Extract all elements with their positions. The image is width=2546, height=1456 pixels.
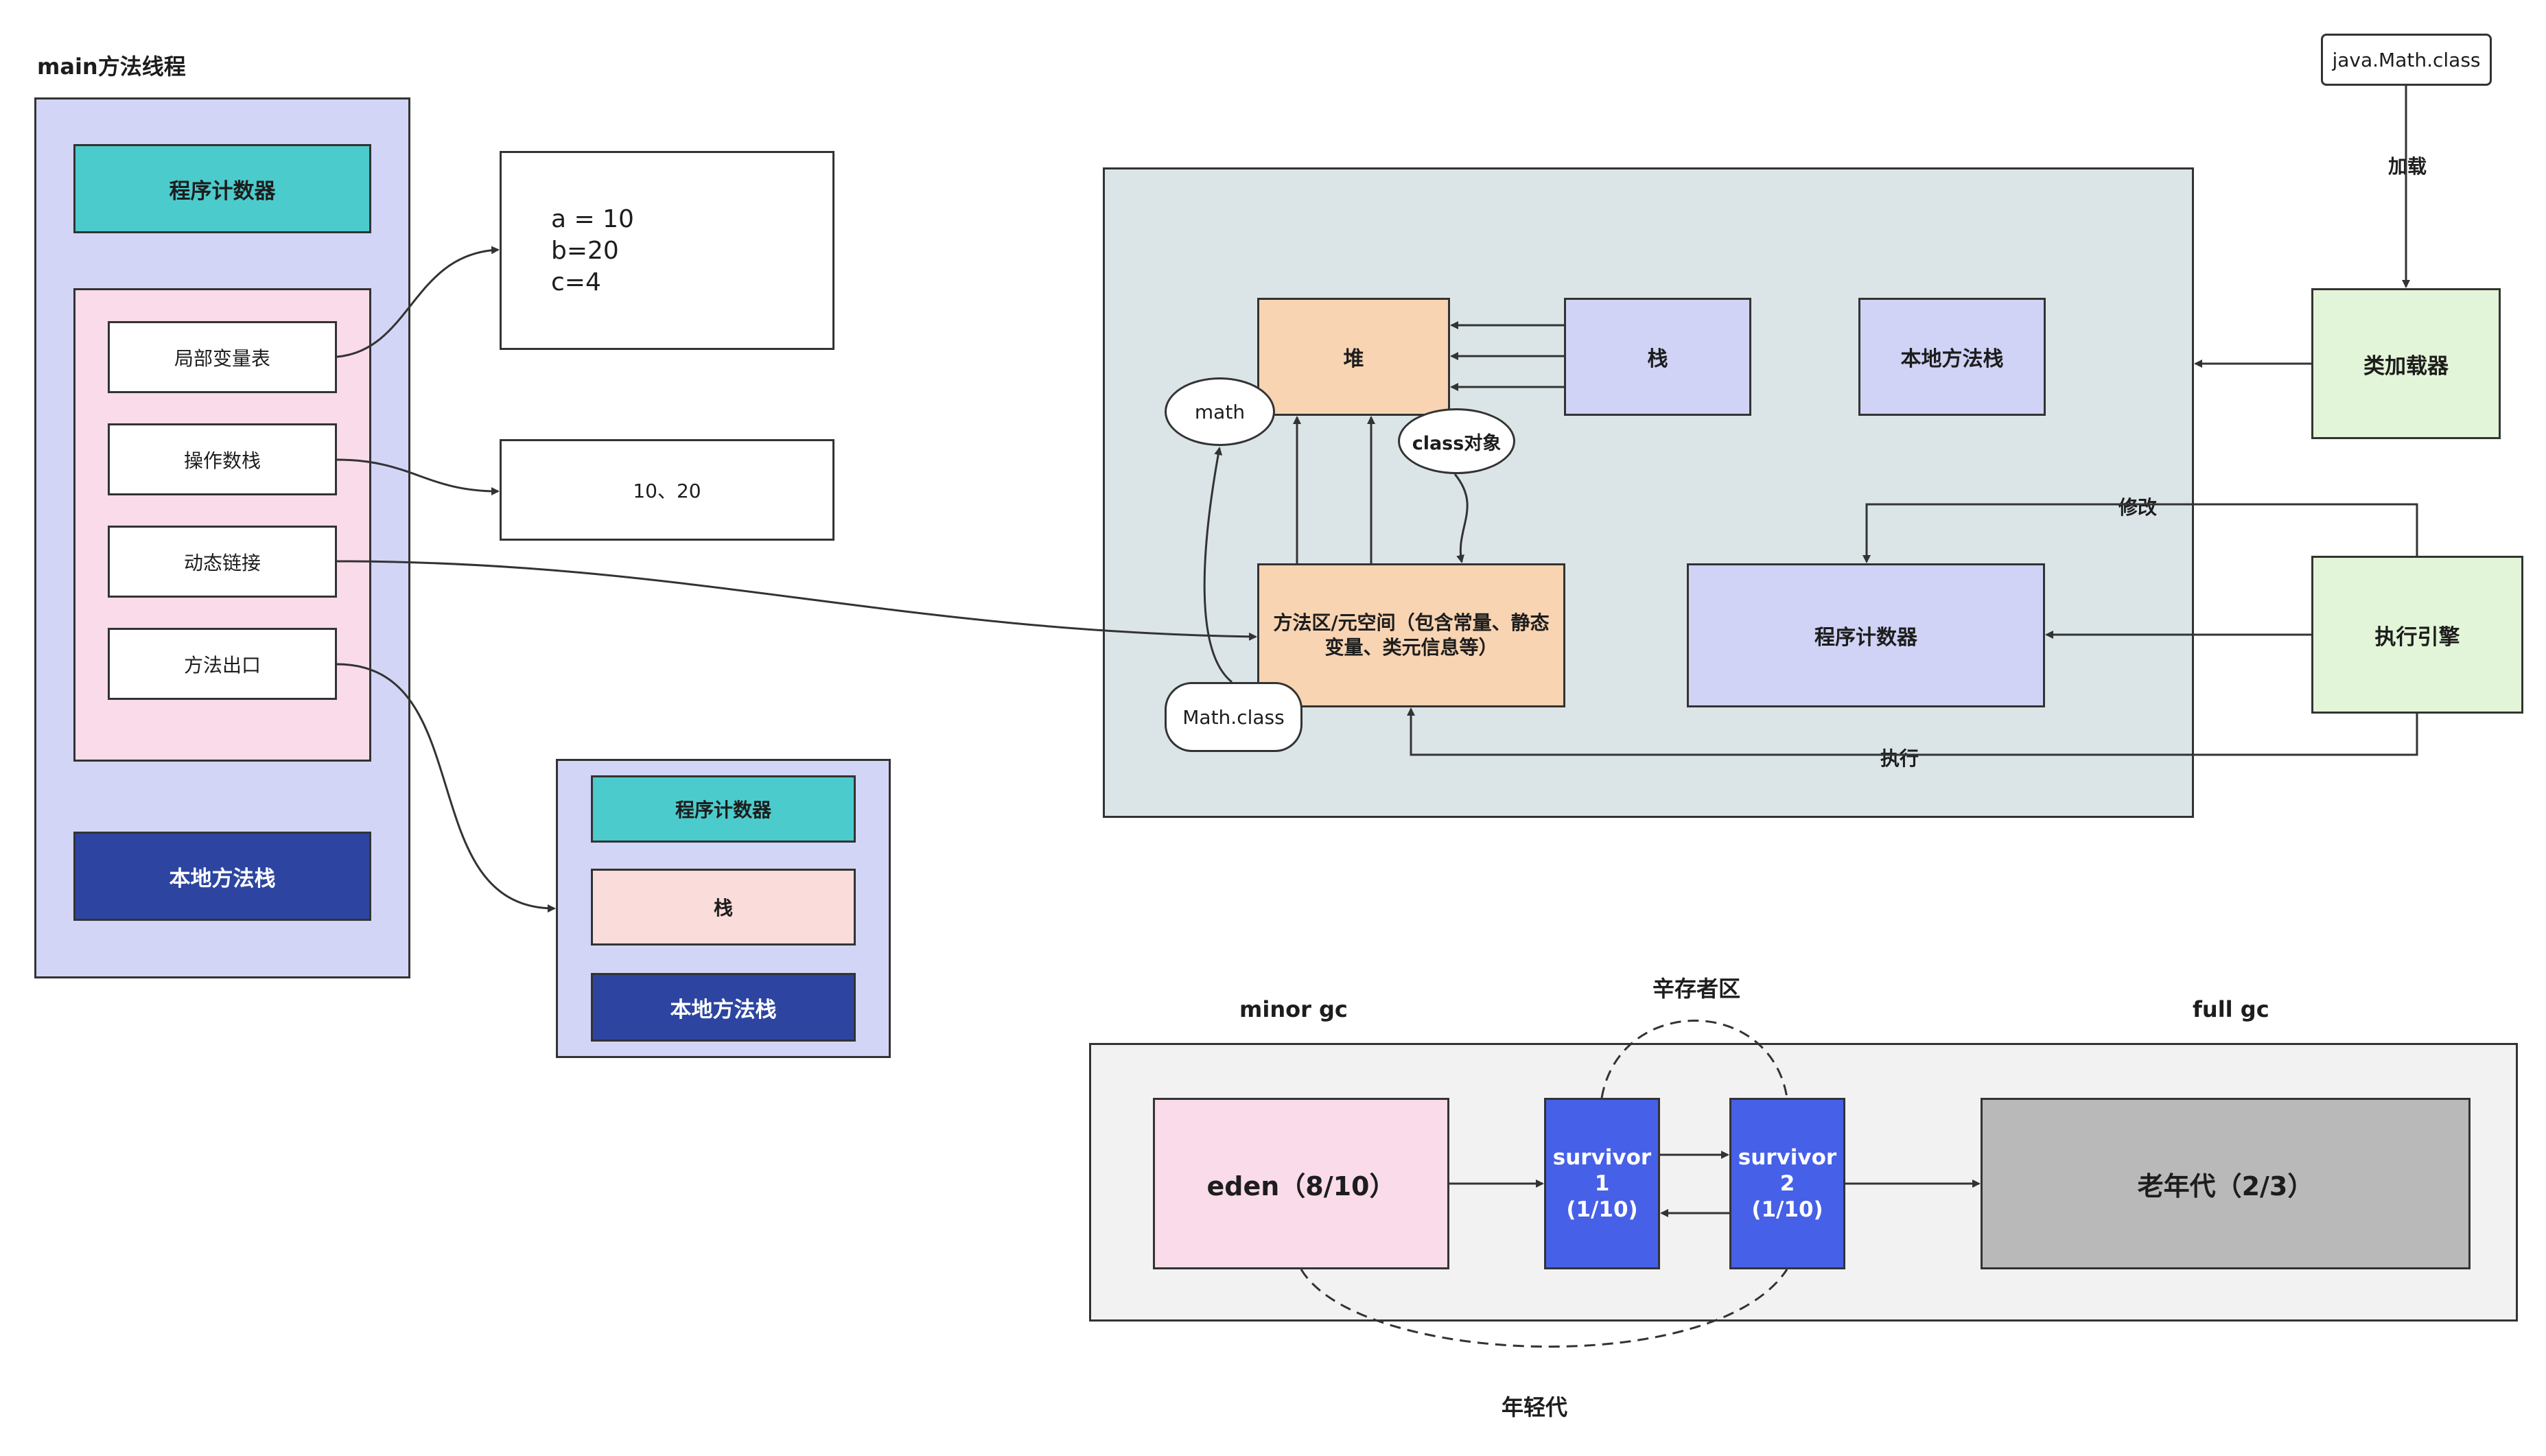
frame-item-dynlink[interactable]: 动态链接 — [108, 526, 337, 598]
modify-arrow — [1862, 503, 2418, 563]
execute-label: 执行 — [1880, 744, 1919, 771]
load-label: 加载 — [2388, 155, 2427, 178]
old-generation[interactable]: 老年代（2/3） — [1981, 1098, 2471, 1269]
mathclass-math-arrow — [1203, 447, 1233, 683]
modify-label: 修改 — [2118, 493, 2158, 520]
locals-value-text: a = 10 b=20 c=4 — [551, 205, 634, 296]
class-object-ellipse[interactable]: class对象 — [1398, 408, 1515, 474]
survivor-1[interactable]: survivor 1 (1/10) — [1544, 1098, 1660, 1269]
jvm-method-area[interactable]: 方法区/元空间（包含常量、静态变量、类元信息等） — [1257, 563, 1565, 707]
operand-connector — [336, 458, 500, 495]
operand-value-box[interactable]: 10、20 — [500, 439, 834, 541]
jvm-stack[interactable]: 栈 — [1564, 298, 1751, 416]
return-connector — [336, 663, 556, 913]
execution-engine[interactable]: 执行引擎 — [2311, 556, 2523, 714]
survivor-area-label: 辛存者区 — [1652, 976, 1741, 1002]
frame-item-locals[interactable]: 局部变量表 — [108, 321, 337, 393]
frame-item-operand[interactable]: 操作数栈 — [108, 423, 337, 495]
class-obj-arrow — [1453, 473, 1469, 563]
math-class-rounded[interactable]: Math.class — [1165, 682, 1303, 752]
java-class-file[interactable]: java.Math.class — [2321, 34, 2492, 86]
jvm-heap[interactable]: 堆 — [1257, 298, 1450, 416]
full-gc-label: full gc — [2193, 996, 2269, 1022]
minor-gc-label: minor gc — [1239, 996, 1348, 1022]
new-thread-pc[interactable]: 程序计数器 — [591, 775, 856, 843]
new-thread-stack[interactable]: 栈 — [591, 869, 856, 946]
execute-arrow — [1407, 707, 2418, 756]
new-thread-native-stack[interactable]: 本地方法栈 — [591, 973, 856, 1042]
locals-connector — [336, 246, 500, 358]
young-gen-label: 年轻代 — [1502, 1394, 1568, 1420]
thread-title: main方法线程 — [37, 54, 186, 80]
thread-native-stack[interactable]: 本地方法栈 — [73, 832, 371, 921]
frame-item-return[interactable]: 方法出口 — [108, 628, 337, 700]
survivor-dashed-arc — [1600, 1020, 1788, 1099]
jvm-native-stack[interactable]: 本地方法栈 — [1858, 298, 2046, 416]
dynlink-connector — [336, 560, 1257, 641]
jvm-pc[interactable]: 程序计数器 — [1687, 563, 2045, 707]
class-loader[interactable]: 类加载器 — [2311, 288, 2501, 439]
young-gen-dashed-arc — [1300, 1269, 1788, 1348]
eden-space[interactable]: eden（8/10） — [1153, 1098, 1449, 1269]
locals-value-box[interactable]: a = 10 b=20 c=4 — [500, 151, 834, 350]
thread-pc[interactable]: 程序计数器 — [73, 144, 371, 233]
survivor-2[interactable]: survivor 2 (1/10) — [1729, 1098, 1845, 1269]
math-object-ellipse[interactable]: math — [1165, 377, 1275, 446]
